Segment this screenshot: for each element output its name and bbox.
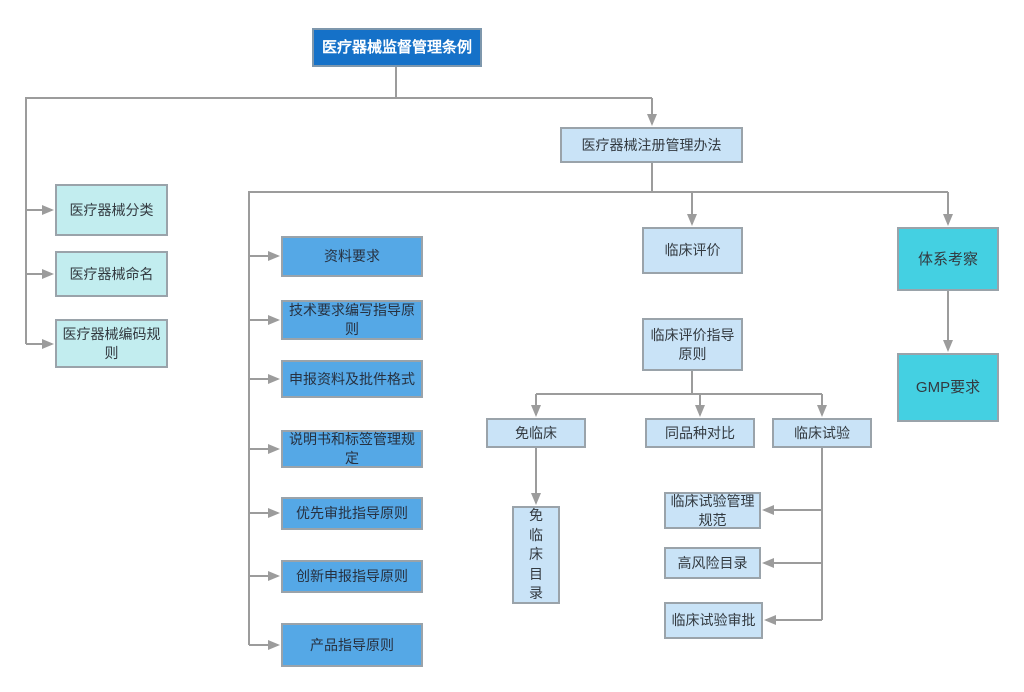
node-manual-label-rules: 说明书和标签管理规定 — [281, 430, 423, 468]
node-data-requirements: 资料要求 — [281, 236, 423, 277]
node-label: GMP要求 — [915, 379, 981, 396]
node-label: 临床评价 — [664, 242, 721, 258]
node-high-risk-catalog: 高风险目录 — [664, 547, 761, 579]
node-registration-measures: 医疗器械注册管理办法 — [560, 127, 743, 163]
node-gmp-requirements: GMP要求 — [897, 353, 999, 422]
node-label: 创新申报指导原则 — [296, 568, 408, 584]
node-label: 临床试验审批 — [671, 612, 756, 628]
node-label: 医疗器械监督管理条例 — [321, 39, 472, 56]
node-system-inspection: 体系考察 — [897, 227, 999, 291]
node-label: 医疗器械编码规则 — [62, 325, 161, 361]
node-label: 技术要求编写指导原则 — [289, 302, 415, 337]
node-label: 高风险目录 — [677, 554, 748, 571]
node-device-classification: 医疗器械分类 — [55, 184, 168, 236]
node-label: 临床试验 — [794, 424, 850, 441]
node-priority-review-guide: 优先审批指导原则 — [281, 497, 423, 530]
node-clinical-evaluation: 临床评价 — [642, 227, 743, 274]
node-device-coding-rules: 医疗器械编码规则 — [55, 319, 168, 368]
node-exemption-catalog: 免临床目录 — [512, 506, 560, 604]
node-clinical-evaluation-guide: 临床评价指导原则 — [642, 318, 743, 371]
node-label: 医疗器械分类 — [69, 201, 154, 218]
node-label: 说明书和标签管理规定 — [289, 431, 415, 466]
node-innovation-filing-guide: 创新申报指导原则 — [281, 560, 423, 593]
node-label: 申报资料及批件格式 — [289, 370, 415, 387]
node-label: 产品指导原则 — [310, 636, 394, 653]
node-trial-management-rules: 临床试验管理规范 — [664, 492, 761, 529]
node-trial-approval: 临床试验审批 — [664, 602, 763, 639]
node-device-naming: 医疗器械命名 — [55, 251, 168, 297]
node-label: 同品种对比 — [665, 424, 735, 441]
node-label: 医疗器械注册管理办法 — [581, 136, 722, 153]
node-label: 免临床目录 — [529, 507, 543, 602]
node-filing-format: 申报资料及批件格式 — [281, 360, 423, 398]
node-clinical-trial: 临床试验 — [772, 418, 872, 448]
node-label: 临床试验管理规范 — [670, 492, 755, 528]
node-label: 体系考察 — [917, 250, 978, 268]
node-label: 优先审批指导原则 — [296, 505, 408, 521]
node-label: 资料要求 — [324, 248, 380, 264]
node-technical-requirements-guide: 技术要求编写指导原则 — [281, 300, 423, 340]
node-clinical-exemption: 免临床 — [486, 418, 586, 448]
node-label: 临床评价指导原则 — [650, 326, 735, 362]
node-label: 医疗器械命名 — [69, 265, 154, 282]
node-product-guide: 产品指导原则 — [281, 623, 423, 667]
node-equivalent-comparison: 同品种对比 — [645, 418, 755, 448]
node-supervision-regulation: 医疗器械监督管理条例 — [312, 28, 482, 67]
node-label: 免临床 — [515, 424, 557, 441]
